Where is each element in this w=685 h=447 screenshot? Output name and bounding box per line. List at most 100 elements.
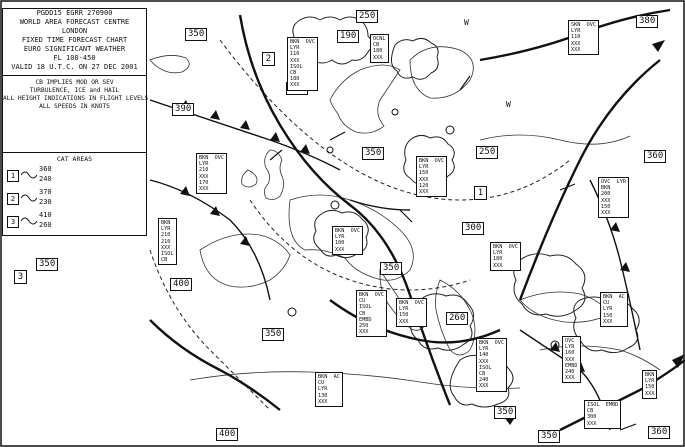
wind-barb bbox=[399, 209, 413, 223]
cat-areas-title: CAT AREAS bbox=[56, 155, 93, 163]
flight-level-box: 400 bbox=[170, 278, 193, 291]
flight-level-box: 350 bbox=[36, 258, 59, 271]
flight-level-box: 380 bbox=[636, 15, 659, 28]
cloud-box: BKN LYR 150 XXX bbox=[642, 370, 658, 399]
cloud-area-east bbox=[513, 253, 586, 317]
flight-level-box: 260 bbox=[446, 312, 469, 325]
flight-level-box: 350 bbox=[185, 28, 208, 41]
wind-barb bbox=[269, 149, 283, 161]
cat-boundary-3 bbox=[149, 249, 271, 411]
cat-boundary-2 bbox=[249, 199, 471, 291]
cat-row: 1 360 240 bbox=[7, 165, 127, 187]
wx-symbol bbox=[391, 108, 399, 116]
wind-barb bbox=[459, 75, 471, 91]
cat-row: 3 410 260 bbox=[7, 211, 127, 233]
cloud-area-scand bbox=[391, 37, 439, 80]
cat-wave-icon bbox=[21, 171, 37, 179]
coast-north-africa bbox=[189, 371, 521, 389]
cold-front-2 bbox=[149, 179, 271, 301]
cloud-box: BKN OVC LYR 100 XXX bbox=[332, 226, 363, 255]
coast-scandinavia bbox=[329, 64, 401, 134]
coast-ireland bbox=[241, 169, 258, 188]
flight-level-box: 190 bbox=[337, 30, 360, 43]
header-line: LONDON bbox=[61, 27, 88, 35]
flight-level-box: 250 bbox=[356, 10, 379, 23]
coast-iberia bbox=[199, 233, 291, 288]
flight-level-box: 350 bbox=[538, 430, 561, 443]
flight-level-box: 350 bbox=[380, 262, 403, 275]
wind-barb bbox=[559, 183, 576, 191]
wind-barbs bbox=[269, 75, 637, 431]
header-note: ALL SPEEDS IN KNOTS bbox=[39, 103, 110, 110]
front-marker bbox=[210, 110, 220, 120]
cloud-box: BKN OVC LYR 140 XXX ISOL CB 240 XXX bbox=[476, 338, 507, 392]
cat-number: 3 bbox=[7, 216, 19, 228]
front-marker bbox=[210, 206, 220, 216]
coast-iceland bbox=[149, 55, 190, 74]
cloud-box: BKN OVC CU ISOL CB EMBD 250 XXX bbox=[356, 290, 387, 338]
cloud-box: BKN OVC LYR 110 XXX ISOL CB 180 XXX bbox=[287, 37, 318, 91]
cat-area-label: 1 bbox=[474, 186, 487, 200]
header-line: EURO SIGNIFICANT WEATHER bbox=[23, 45, 126, 53]
jet-stream-1 bbox=[238, 14, 452, 406]
cloud-box: BKN AC CU LYR 130 XXX bbox=[315, 372, 343, 408]
cloud-box: OVC LYR BKN 200 XXX 150 XXX bbox=[598, 177, 629, 219]
coast-balkans bbox=[435, 279, 476, 356]
coast-turkey bbox=[539, 345, 661, 371]
front-marker bbox=[300, 144, 310, 154]
jet-stream-5 bbox=[149, 319, 281, 411]
wind-label: W bbox=[464, 18, 469, 27]
cloud-box: BKN OVC LYR 150 XXX bbox=[396, 298, 427, 327]
flight-level-box: 300 bbox=[462, 222, 485, 235]
flight-level-box: 390 bbox=[172, 103, 195, 116]
cloud-box: BKN AC CU LYR 150 XXX bbox=[600, 292, 628, 328]
flight-level-box: 250 bbox=[476, 146, 499, 159]
wx-symbol bbox=[287, 307, 297, 317]
flight-level-box: 350 bbox=[262, 328, 285, 341]
cat-base-fl: 260 bbox=[39, 221, 52, 229]
front-marker bbox=[180, 186, 190, 196]
front-marker bbox=[240, 236, 250, 246]
front-marker bbox=[620, 262, 630, 272]
flight-level-box: 400 bbox=[216, 428, 239, 441]
cloud-box: OVC LYR 160 XXX EMBD 240 XXX bbox=[562, 336, 581, 384]
header-note: TURBULENCE, ICE and HAIL bbox=[29, 87, 120, 94]
header-box: PGDD15 EGRR 270900 WORLD AREA FORECAST C… bbox=[2, 8, 148, 153]
flight-level-box: 350 bbox=[494, 406, 517, 419]
cloud-box: SKN OVC LYR 110 XXX XXX bbox=[568, 20, 599, 56]
cat-wave-icon bbox=[21, 194, 37, 202]
cat-top-fl: 360 bbox=[39, 165, 52, 173]
jet-arrowhead-2 bbox=[652, 40, 665, 52]
header-line: FL 100-450 bbox=[53, 54, 96, 62]
jet-stream-3 bbox=[518, 59, 661, 301]
cat-top-fl: 370 bbox=[39, 188, 52, 196]
wx-symbols bbox=[287, 108, 560, 350]
cat-top-fl: 410 bbox=[39, 211, 52, 219]
flight-level-box: 360 bbox=[644, 150, 667, 163]
cloud-box: BKN OVC LYR 180 XXX bbox=[490, 242, 521, 271]
coast-italy bbox=[379, 268, 426, 331]
cloud-box: BKN OVC LYR 210 XXX 170 XXX bbox=[196, 153, 227, 195]
front-marker bbox=[610, 222, 620, 232]
flight-level-box: 350 bbox=[362, 147, 385, 160]
cloud-box: ISOL EMBD CB 300 XXX bbox=[584, 400, 622, 429]
coast-black-sea bbox=[519, 291, 611, 323]
cloud-area-baltic bbox=[403, 134, 455, 185]
header-note: CB IMPLIES MOD OR SEV bbox=[35, 79, 114, 86]
cloud-areas bbox=[292, 16, 640, 408]
cloud-box: BKN LYR 210 210 XXX ISOL CB bbox=[158, 218, 177, 266]
wx-symbol bbox=[550, 340, 560, 350]
coast-finland bbox=[409, 46, 474, 99]
flight-level-box: 360 bbox=[648, 426, 671, 439]
cat-base-fl: 230 bbox=[39, 198, 52, 206]
wind-label: W bbox=[506, 100, 511, 109]
cloud-box: OCNL CB 180 XXX bbox=[370, 34, 389, 63]
cat-boundary-1 bbox=[219, 39, 571, 201]
coast-uk bbox=[264, 149, 284, 200]
header-separator bbox=[3, 75, 146, 76]
cat-boundaries bbox=[149, 39, 571, 411]
cat-number: 2 bbox=[7, 193, 19, 205]
wind-barb bbox=[329, 131, 346, 141]
